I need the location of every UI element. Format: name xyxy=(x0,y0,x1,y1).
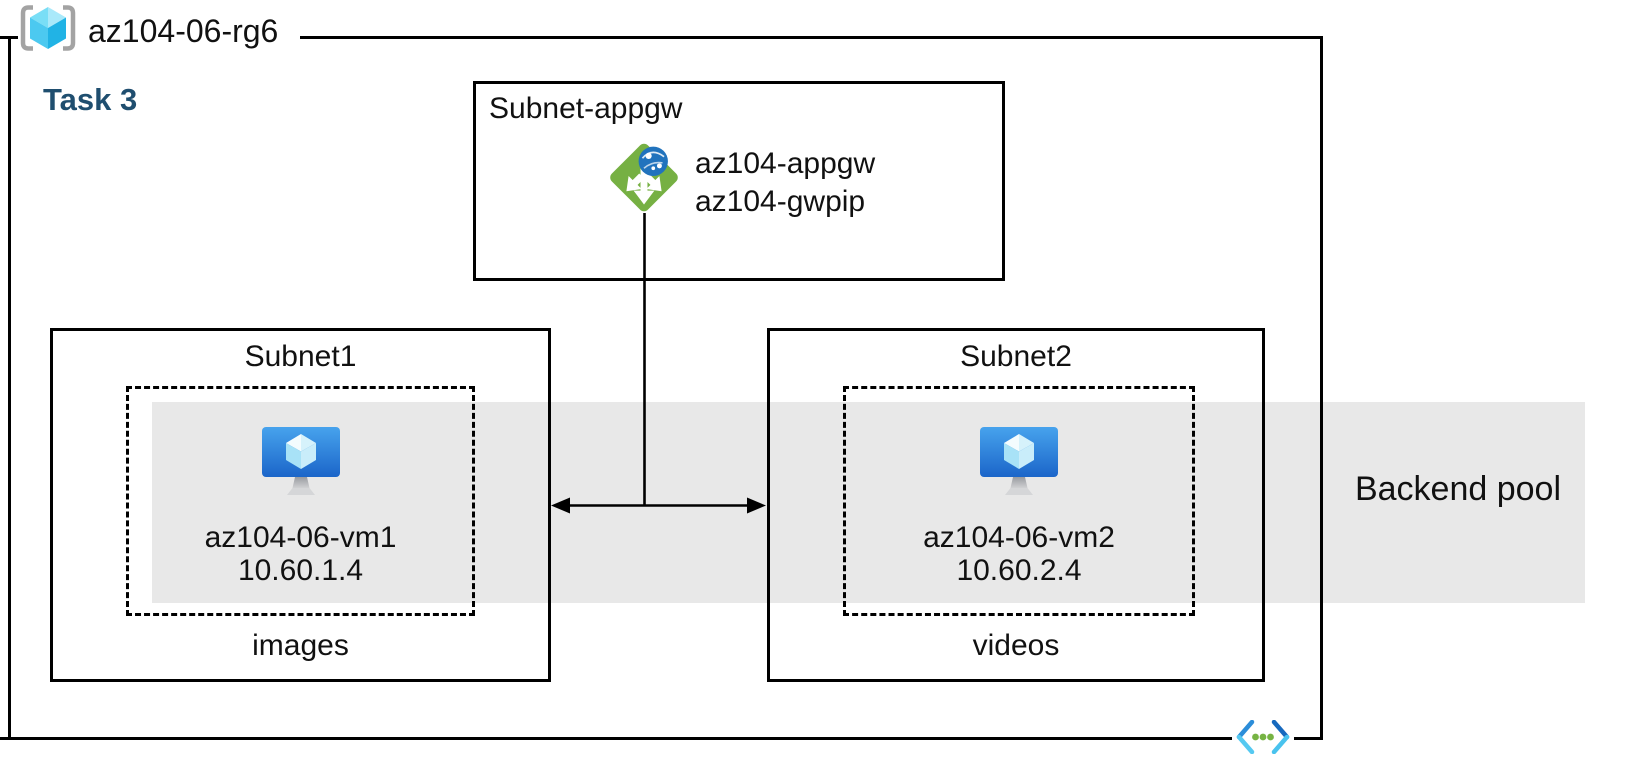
resource-group-border-right xyxy=(1320,36,1323,740)
resource-group-border-left xyxy=(8,36,11,740)
vm1-icon xyxy=(262,427,340,497)
application-gateway-icon xyxy=(605,142,683,213)
vm1-ip-label: 10.60.1.4 xyxy=(237,554,364,587)
vm1-labels: az104-06-vm1 10.60.1.4 xyxy=(126,521,475,587)
images-label: images xyxy=(252,629,349,662)
resource-group-icon xyxy=(20,5,76,51)
vm2-name-label: az104-06-vm2 xyxy=(923,521,1115,554)
vm2-labels: az104-06-vm2 10.60.2.4 xyxy=(843,521,1195,587)
appgw-labels: az104-appgw az104-gwpip xyxy=(695,145,875,221)
resource-group-border-top xyxy=(300,36,1323,39)
vm2-icon xyxy=(980,427,1058,497)
resource-group-border-bottom xyxy=(0,737,1323,740)
subnet1-label: Subnet1 xyxy=(244,340,357,373)
gwpip-name-label: az104-gwpip xyxy=(695,185,866,218)
subnet1-box xyxy=(50,328,551,682)
virtual-network-icon xyxy=(1232,718,1294,756)
subnet2-label: Subnet2 xyxy=(960,340,1072,373)
subnet2-box xyxy=(767,328,1265,682)
backend-pool-label: Backend pool xyxy=(1354,470,1562,508)
videos-label: videos xyxy=(972,629,1060,662)
appgw-subnet-box: Subnet-appgw xyxy=(473,81,1005,281)
vm1-name-label: az104-06-vm1 xyxy=(204,521,397,554)
backend-pool-band xyxy=(152,402,1585,603)
vm2-ip-label: 10.60.2.4 xyxy=(956,554,1082,587)
resource-group-title: az104-06-rg6 xyxy=(88,13,279,49)
appgw-name-label: az104-appgw xyxy=(695,147,876,180)
task-heading: Task 3 xyxy=(43,82,138,117)
appgw-subnet-label: Subnet-appgw xyxy=(489,92,683,125)
vm2-backend-dashed-box xyxy=(843,386,1195,616)
vm1-backend-dashed-box xyxy=(126,386,475,616)
